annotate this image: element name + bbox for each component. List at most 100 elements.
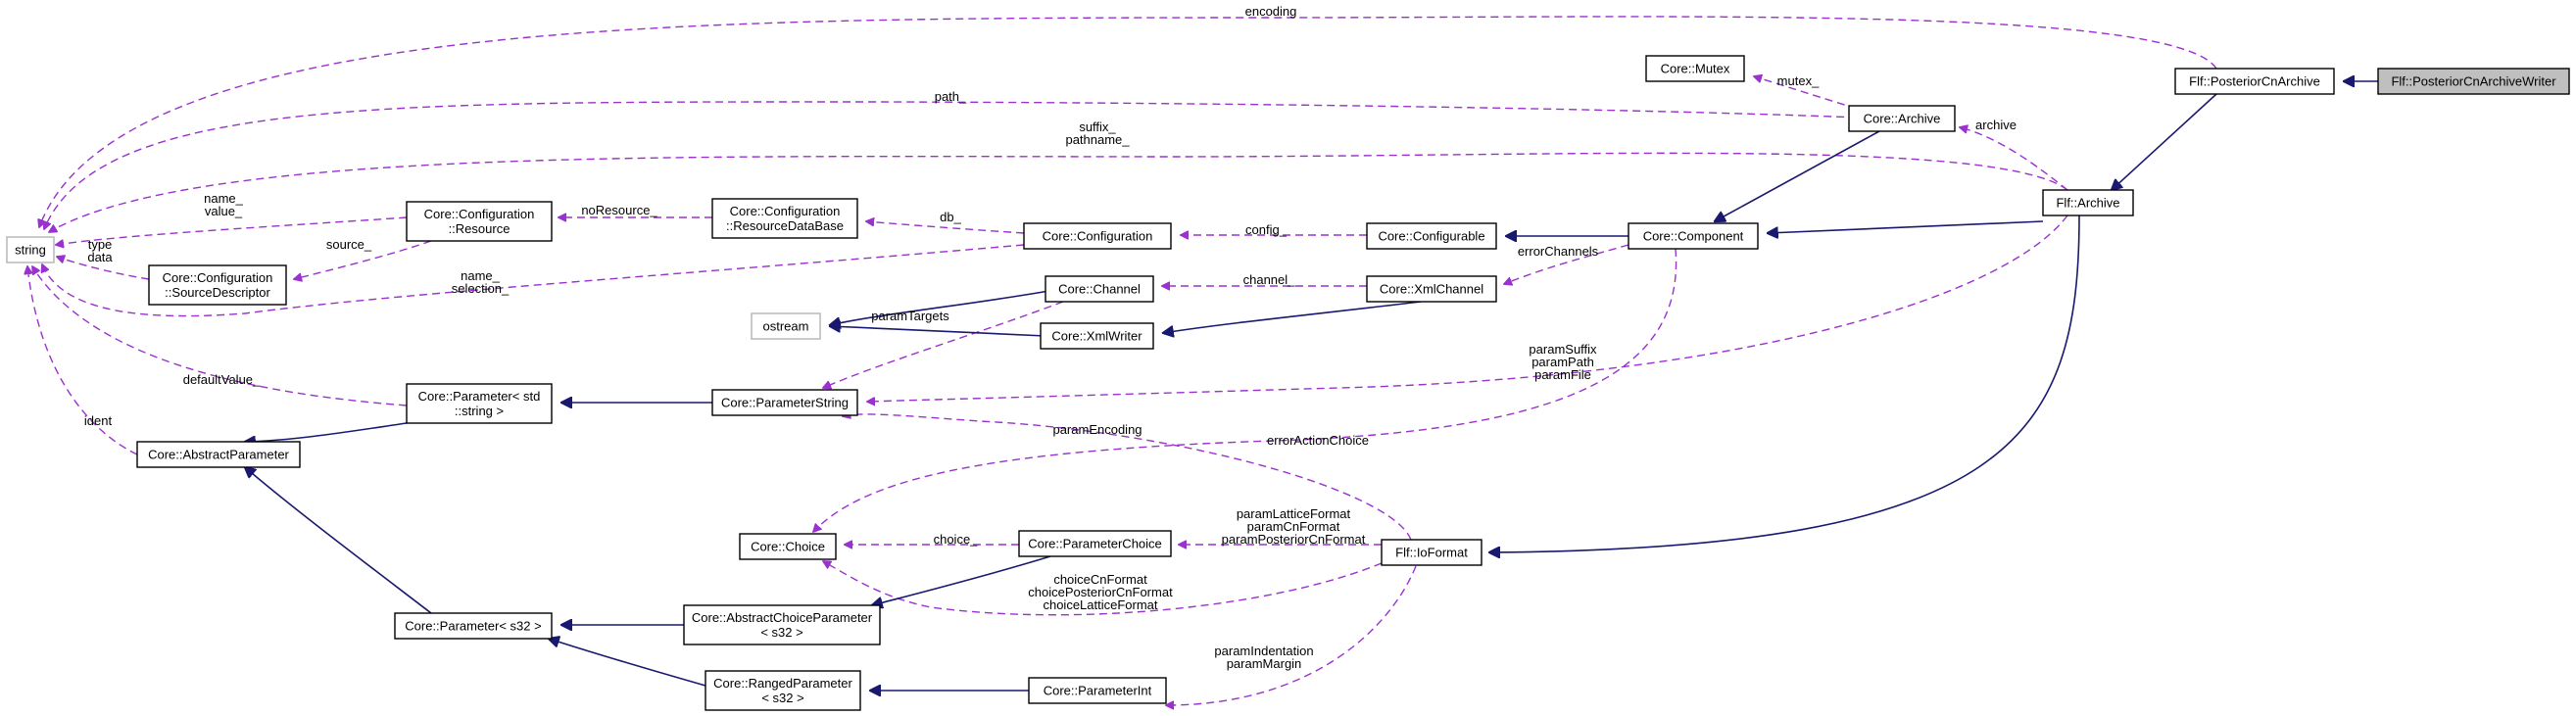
class-node-paramstring[interactable]: Core::ParameterString <box>711 389 858 416</box>
class-box <box>751 312 821 340</box>
class-node-paramstdstring[interactable]: Core::Parameter< std::string > <box>406 383 553 424</box>
class-name: Core::ParameterString <box>721 396 849 410</box>
edge-label-line: choiceCnFormat <box>1053 572 1147 587</box>
class-node-abschoiceparam[interactable]: Core::AbstractChoiceParameter< s32 > <box>683 604 881 645</box>
class-name: Core::Archive <box>1864 112 1941 126</box>
class-box <box>705 670 861 711</box>
edge-label-line: paramLatticeFormat <box>1237 506 1351 521</box>
usage-edge <box>42 244 1025 317</box>
class-node-posterior[interactable]: Flf::PosteriorCnArchive <box>2174 68 2335 95</box>
edge-label-line: source_ <box>326 237 372 252</box>
class-name-line: Core::Configuration <box>730 204 841 218</box>
class-name: Core::Configuration <box>1043 229 1153 244</box>
edge-label-noresource: noResource_ <box>581 203 657 217</box>
edge-label-encoding: encoding <box>1245 4 1297 19</box>
class-box <box>1628 222 1759 250</box>
class-name-line: Flf::PosteriorCnArchiveWriter <box>2391 74 2556 89</box>
class-node-flfarchive[interactable]: Flf::Archive <box>2042 189 2134 216</box>
class-box <box>1023 222 1172 250</box>
class-node-resdb[interactable]: Core::Configuration::ResourceDataBase <box>711 198 858 239</box>
class-name-line: Core::Mutex <box>1661 62 1730 76</box>
class-node-xmlchannel[interactable]: Core::XmlChannel <box>1366 275 1497 303</box>
edge-label-line: choicePosteriorCnFormat <box>1028 585 1173 599</box>
class-name: Core::XmlChannel <box>1380 282 1483 297</box>
class-node-rangedparam[interactable]: Core::RangedParameter< s32 > <box>705 670 861 711</box>
edge-label-defaultvalue: defaultValue_ <box>183 372 261 387</box>
class-node-ioformat[interactable]: Flf::IoFormat <box>1381 539 1482 566</box>
class-name-line: Core::Configuration <box>424 207 535 221</box>
class-name-line: ::string > <box>455 404 504 418</box>
class-box <box>6 236 55 263</box>
class-name: string <box>15 243 46 258</box>
edge-label-paramencoding: paramEncoding <box>1052 422 1142 437</box>
edge-label-errorchannels: errorChannels <box>1518 244 1599 259</box>
usage-edge <box>823 561 1383 616</box>
class-box <box>683 604 881 645</box>
usage-edge <box>843 414 1412 541</box>
class-name: Core::Configuration::SourceDescriptor <box>163 270 273 300</box>
edge-label-line: paramFile <box>1534 367 1591 382</box>
class-name-line: Core::AbstractParameter <box>148 448 289 462</box>
class-name: Core::Configuration::ResourceDataBase <box>726 204 844 233</box>
usage-edge <box>866 221 1025 234</box>
class-name-line: Core::Configuration <box>163 270 273 285</box>
class-name-line: Core::ParameterChoice <box>1028 537 1162 551</box>
class-box <box>2042 189 2134 216</box>
class-name-line: Core::XmlChannel <box>1380 282 1483 297</box>
edge-label-line: defaultValue_ <box>183 372 261 387</box>
class-node-srcdesc[interactable]: Core::Configuration::SourceDescriptor <box>148 264 287 306</box>
edge-label-line: suffix_ <box>1079 119 1116 134</box>
class-name: Core::Channel <box>1058 282 1141 297</box>
class-node-abstractparam[interactable]: Core::AbstractParameter <box>136 441 301 468</box>
edge-label-line: config_ <box>1245 222 1288 237</box>
usage-edge <box>49 152 2068 232</box>
class-node-channel[interactable]: Core::Channel <box>1045 275 1154 303</box>
class-box <box>1366 275 1497 303</box>
class-box <box>1381 539 1482 566</box>
inheritance-edge <box>830 288 1061 325</box>
edge-label-line: db_ <box>940 210 961 224</box>
class-name: Core::RangedParameter< s32 > <box>713 676 852 705</box>
class-name-line: Core::XmlWriter <box>1051 329 1142 344</box>
class-box <box>711 198 858 239</box>
edge-label-line: paramCnFormat <box>1247 519 1340 534</box>
class-name-line: Core::Choice <box>751 540 825 554</box>
class-box <box>2377 68 2570 95</box>
class-node-xmlwriter[interactable]: Core::XmlWriter <box>1040 322 1154 350</box>
edge-label-mutex: mutex_ <box>1777 73 1820 88</box>
class-node-component[interactable]: Core::Component <box>1628 222 1759 250</box>
class-node-paramint[interactable]: Core::ParameterInt <box>1028 677 1167 704</box>
class-box <box>1018 530 1172 557</box>
class-node-configuration[interactable]: Core::Configuration <box>1023 222 1172 250</box>
edge-label-line: choiceLatticeFormat <box>1043 597 1157 612</box>
class-node-mutex[interactable]: Core::Mutex <box>1645 55 1745 82</box>
usage-edge <box>39 16 2217 227</box>
class-node-choice[interactable]: Core::Choice <box>739 533 837 560</box>
class-name-line: Flf::IoFormat <box>1395 546 1468 560</box>
class-name: Core::AbstractChoiceParameter< s32 > <box>692 610 873 640</box>
class-node-configurable[interactable]: Core::Configurable <box>1366 222 1497 250</box>
edge-label-line: paramPath <box>1531 355 1594 369</box>
usage-edge <box>294 240 432 279</box>
class-node-writer[interactable]: Flf::PosteriorCnArchiveWriter <box>2377 68 2570 95</box>
usage-edge <box>44 101 1858 229</box>
edge-label-ident: ident <box>84 413 113 428</box>
class-name: Core::Parameter< std::string > <box>418 389 541 418</box>
class-node-paramchoice[interactable]: Core::ParameterChoice <box>1018 530 1172 557</box>
class-node-archive[interactable]: Core::Archive <box>1848 105 1956 132</box>
edge-label-line: paramMargin <box>1227 656 1302 671</box>
class-node-resource[interactable]: Core::Configuration::Resource <box>406 201 553 242</box>
inheritance-edge <box>1489 215 2080 552</box>
inheritance-edge <box>1715 130 1880 221</box>
class-box <box>1045 275 1154 303</box>
class-box <box>136 441 301 468</box>
class-node-params32[interactable]: Core::Parameter< s32 > <box>394 612 553 640</box>
class-box <box>2174 68 2335 95</box>
edge-label-erroractionchoice: errorActionChoice <box>1267 433 1369 448</box>
edge-label-line: name_ <box>461 268 501 283</box>
class-name-line: Core::Configurable <box>1378 229 1484 244</box>
edge-labels-layer: encodingmutex_path_archivesuffix_pathnam… <box>84 4 2017 671</box>
inheritance-edge <box>1163 301 1422 333</box>
